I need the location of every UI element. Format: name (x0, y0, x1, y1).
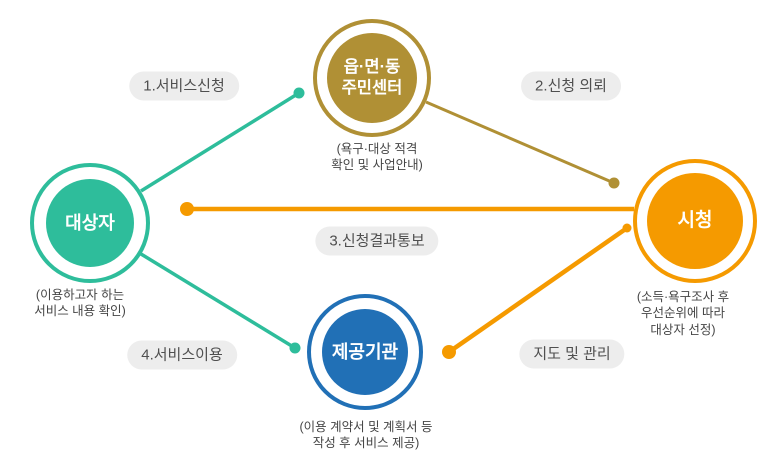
node-applicant-circle: 대상자 (46, 179, 134, 267)
node-provider-label: 제공기관 (331, 341, 399, 362)
node-city-hall-note: (소득·욕구조사 후 우선순위에 따라 대상자 선정) (636, 290, 730, 337)
edge-label-request-referral: 2.신청 의뢰 (521, 71, 621, 101)
node-applicant-label: 대상자 (65, 212, 115, 233)
node-applicant-note: (이용하고자 하는 서비스 내용 확인) (34, 288, 126, 319)
edge-service-use-line (140, 252, 296, 350)
node-city-hall-circle: 시청 (647, 173, 743, 269)
node-applicant-ring: 대상자 (30, 163, 150, 283)
node-city-hall-label: 시청 (677, 210, 713, 232)
edge-label-service-use: 4.서비스이용 (127, 340, 237, 370)
node-provider-note: (이용 계약서 및 계획서 등 작성 후 서비스 제공) (299, 420, 433, 451)
node-community-center-ring: 읍·면·동 주민센터 (313, 19, 431, 137)
node-provider-ring: 제공기관 (307, 294, 423, 410)
edge-label-service-apply: 1.서비스신청 (129, 71, 239, 101)
edge-label-result-notice: 3.신청결과통보 (315, 226, 439, 256)
node-community-center-note: (욕구·대상 적격 확인 및 사업안내) (331, 142, 423, 173)
node-community-center-label-line1: 읍·면·동 (343, 58, 401, 77)
edge-request-referral-line (425, 100, 615, 185)
node-city-hall-ring: 시청 (633, 159, 757, 283)
edge-request-referral-endpoint-dot (608, 177, 620, 189)
edge-service-use-endpoint-dot (289, 342, 301, 354)
edge-supervision-line (447, 226, 629, 354)
node-community-center-label-line2: 주민센터 (341, 79, 403, 97)
edge-label-supervision: 지도 및 관리 (519, 339, 625, 369)
node-community-center-circle: 읍·면·동 주민센터 (327, 33, 417, 123)
node-provider-circle: 제공기관 (322, 309, 408, 395)
edge-service-apply-line (140, 91, 300, 193)
edge-supervision-endpoint-dot (442, 345, 456, 359)
edge-service-apply-endpoint-dot (293, 87, 305, 99)
